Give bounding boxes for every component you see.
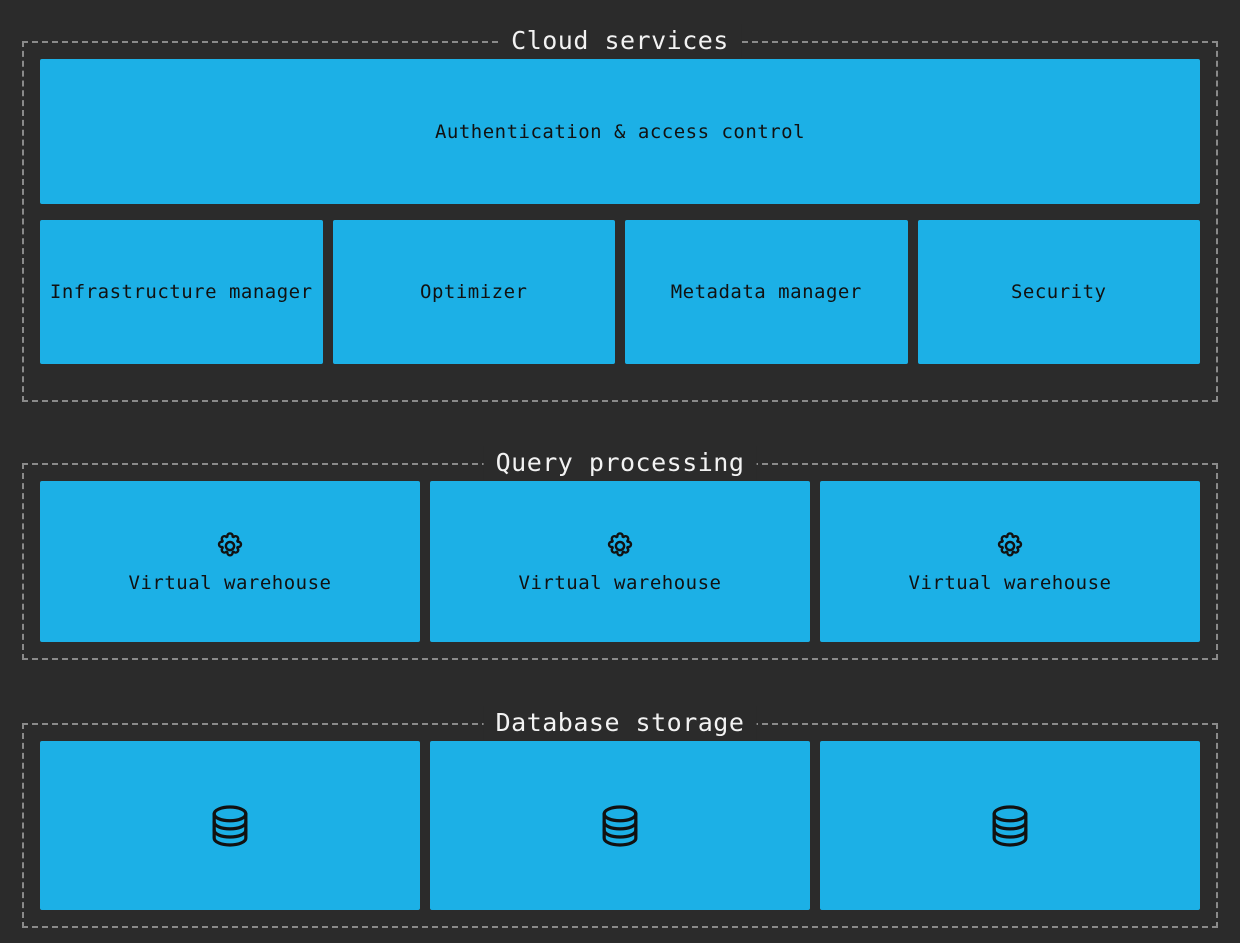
node-label: Infrastructure manager xyxy=(49,281,313,303)
gear-icon xyxy=(993,529,1027,563)
section-body-cloud-services: Authentication & access control Infrastr… xyxy=(40,59,1200,384)
node-virtual-warehouse-3[interactable]: Virtual warehouse xyxy=(820,481,1200,642)
node-label: Security xyxy=(1010,281,1107,303)
section-title-cloud-services: Cloud services xyxy=(499,24,741,58)
node-label: Metadata manager xyxy=(670,281,862,303)
node-metadata-manager[interactable]: Metadata manager xyxy=(625,220,908,364)
section-body-query-processing: Virtual warehouse Virtual warehouse xyxy=(40,481,1200,642)
node-database-2[interactable] xyxy=(430,741,810,910)
node-security[interactable]: Security xyxy=(917,220,1200,364)
database-icon xyxy=(595,801,645,851)
database-icon xyxy=(985,801,1035,851)
section-title-database-storage: Database storage xyxy=(483,706,757,740)
node-label: Virtual warehouse xyxy=(908,572,1112,594)
section-title-query-processing: Query processing xyxy=(483,446,757,480)
node-database-1[interactable] xyxy=(40,741,420,910)
node-authentication-access-control[interactable]: Authentication & access control xyxy=(40,59,1200,204)
node-database-3[interactable] xyxy=(820,741,1200,910)
row-cloud-service-components: Infrastructure manager Optimizer Metadat… xyxy=(40,220,1200,364)
node-label: Virtual warehouse xyxy=(518,572,722,594)
node-infrastructure-manager[interactable]: Infrastructure manager xyxy=(40,220,323,364)
gear-icon xyxy=(213,529,247,563)
section-cloud-services: Cloud services Authentication & access c… xyxy=(22,24,1218,402)
section-query-processing: Query processing Virtual warehouse xyxy=(22,446,1218,660)
node-virtual-warehouse-1[interactable]: Virtual warehouse xyxy=(40,481,420,642)
section-body-database-storage xyxy=(40,741,1200,910)
database-icon xyxy=(205,801,255,851)
node-label: Virtual warehouse xyxy=(128,572,332,594)
row-database-nodes xyxy=(40,741,1200,910)
section-database-storage: Database storage xyxy=(22,706,1218,928)
node-label: Optimizer xyxy=(420,281,528,303)
node-virtual-warehouse-2[interactable]: Virtual warehouse xyxy=(430,481,810,642)
node-label: Authentication & access control xyxy=(434,120,806,143)
row-virtual-warehouses: Virtual warehouse Virtual warehouse xyxy=(40,481,1200,642)
row-auth: Authentication & access control xyxy=(40,59,1200,204)
node-optimizer[interactable]: Optimizer xyxy=(332,220,615,364)
gear-icon xyxy=(603,529,637,563)
